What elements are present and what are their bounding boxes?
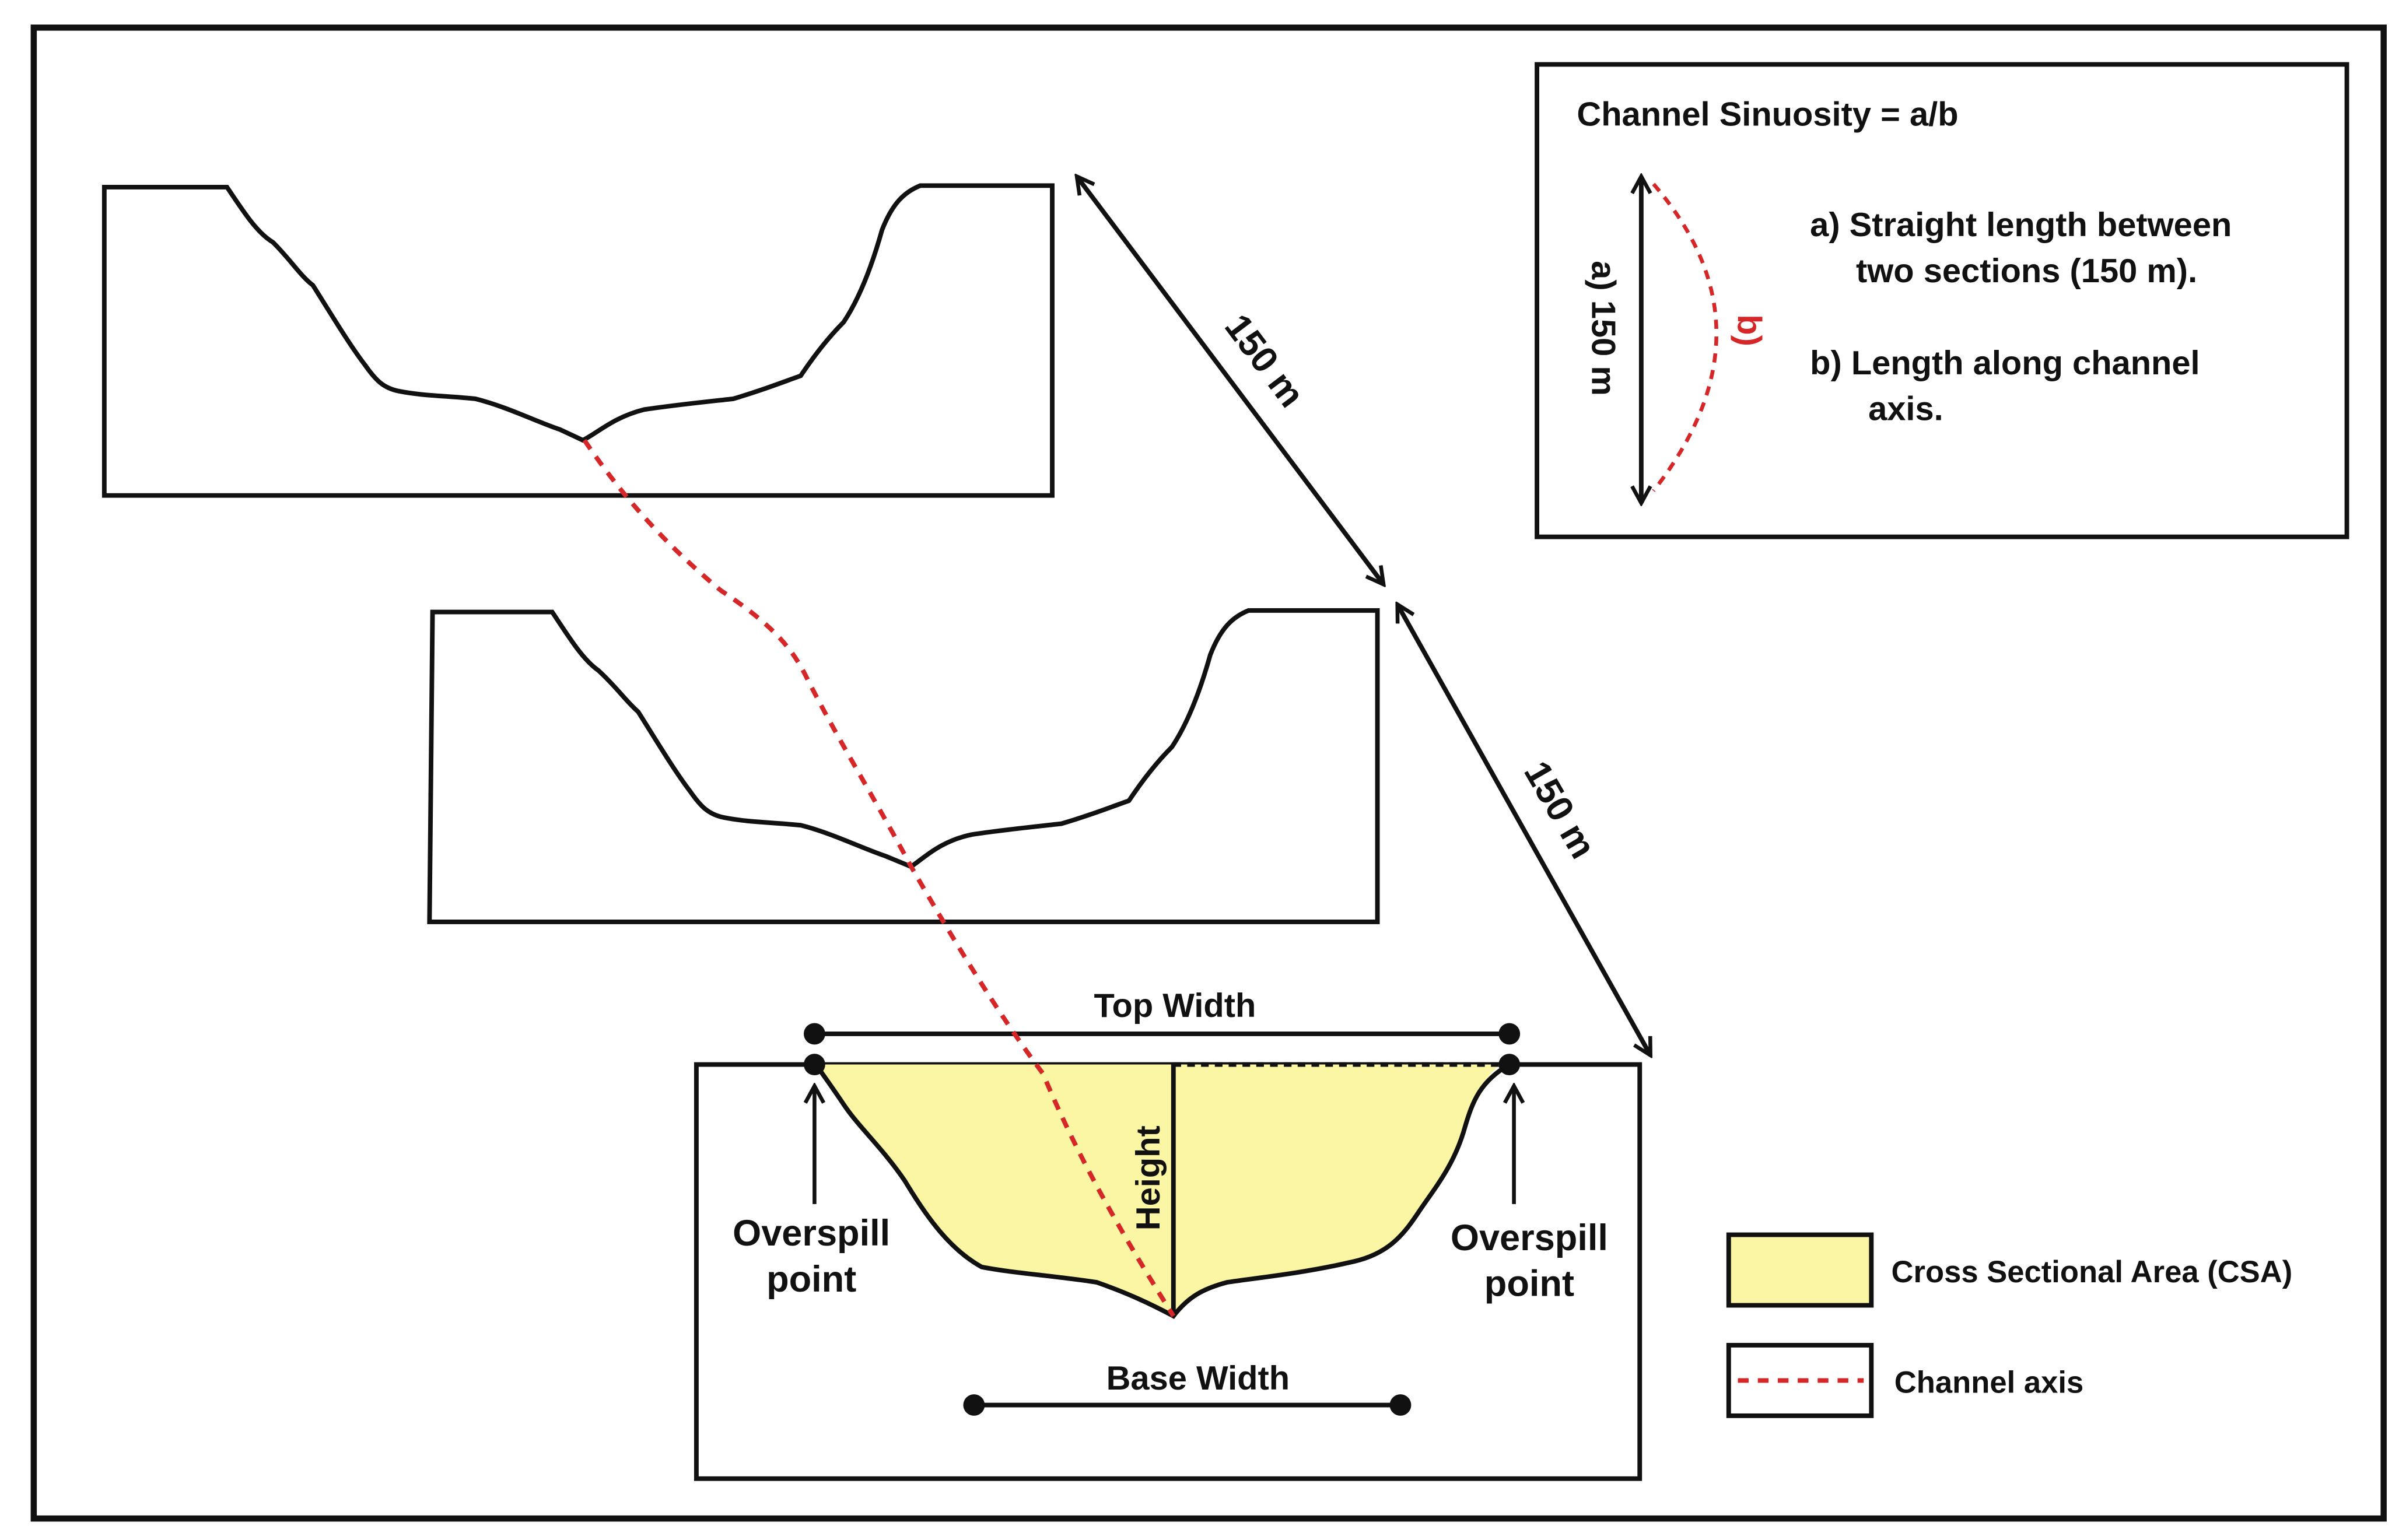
- channel-axis-line: [582, 439, 1176, 1318]
- cross-section-3: Top Width Overspill point Overspill poin…: [694, 987, 1642, 1481]
- cross-section-2: [427, 608, 1380, 924]
- overspill-right-dot: [1498, 1054, 1521, 1075]
- base-width-right-dot: [1389, 1394, 1412, 1416]
- b-length-label: b): [1731, 314, 1768, 346]
- overspill-left-dot: [804, 1054, 825, 1075]
- base-width-label: Base Width: [1106, 1360, 1290, 1397]
- distance-arrow-upper: 150 m: [1077, 177, 1384, 585]
- info-box-title: Channel Sinuosity = a/b: [1577, 96, 1958, 134]
- legend-csa-label: Cross Sectional Area (CSA): [1892, 1255, 2293, 1289]
- overspill-left-label-line1: Overspill: [733, 1213, 890, 1254]
- info-item-a-line2: two sections (150 m).: [1856, 252, 2197, 290]
- info-item-a-line1: a) Straight length between: [1810, 206, 2232, 244]
- info-item-b-line2: axis.: [1868, 391, 1943, 428]
- a-length-label: a) 150 m: [1585, 261, 1622, 396]
- distance-upper-label: 150 m: [1217, 307, 1312, 415]
- distance-lower-label: 150 m: [1516, 755, 1603, 865]
- outer-frame: [30, 24, 2387, 1522]
- sinuosity-info-box: Channel Sinuosity = a/b a) 150 m b) a) S…: [1535, 62, 2349, 539]
- top-width-left-dot: [804, 1023, 825, 1045]
- legend: Cross Sectional Area (CSA) Channel axis: [1726, 1232, 2293, 1418]
- base-width-left-dot: [963, 1394, 985, 1416]
- distance-arrow-lower: 150 m: [1395, 604, 1653, 1055]
- cross-section-1: [101, 183, 1055, 498]
- channel-length-curve: [1652, 183, 1719, 492]
- top-width-label: Top Width: [1094, 987, 1256, 1025]
- legend-axis-label: Channel axis: [1894, 1365, 2083, 1399]
- overspill-right-label-line2: point: [1484, 1264, 1574, 1304]
- top-width-right-dot: [1498, 1023, 1521, 1045]
- cross-sectional-area-fill: [819, 1064, 1500, 1316]
- distance-lower-line: [1395, 604, 1653, 1055]
- overspill-right-label-line1: Overspill: [1451, 1218, 1608, 1258]
- height-label: Height: [1130, 1125, 1167, 1230]
- legend-csa-swatch: [1726, 1232, 1874, 1308]
- overspill-left-label-line2: point: [766, 1259, 856, 1300]
- section-2-outline: [427, 608, 1380, 924]
- section-1-outline: [101, 183, 1055, 498]
- info-item-b-line1: b) Length along channel: [1810, 345, 2200, 382]
- info-box-frame: [1535, 62, 2349, 539]
- distance-upper-line: [1077, 177, 1384, 585]
